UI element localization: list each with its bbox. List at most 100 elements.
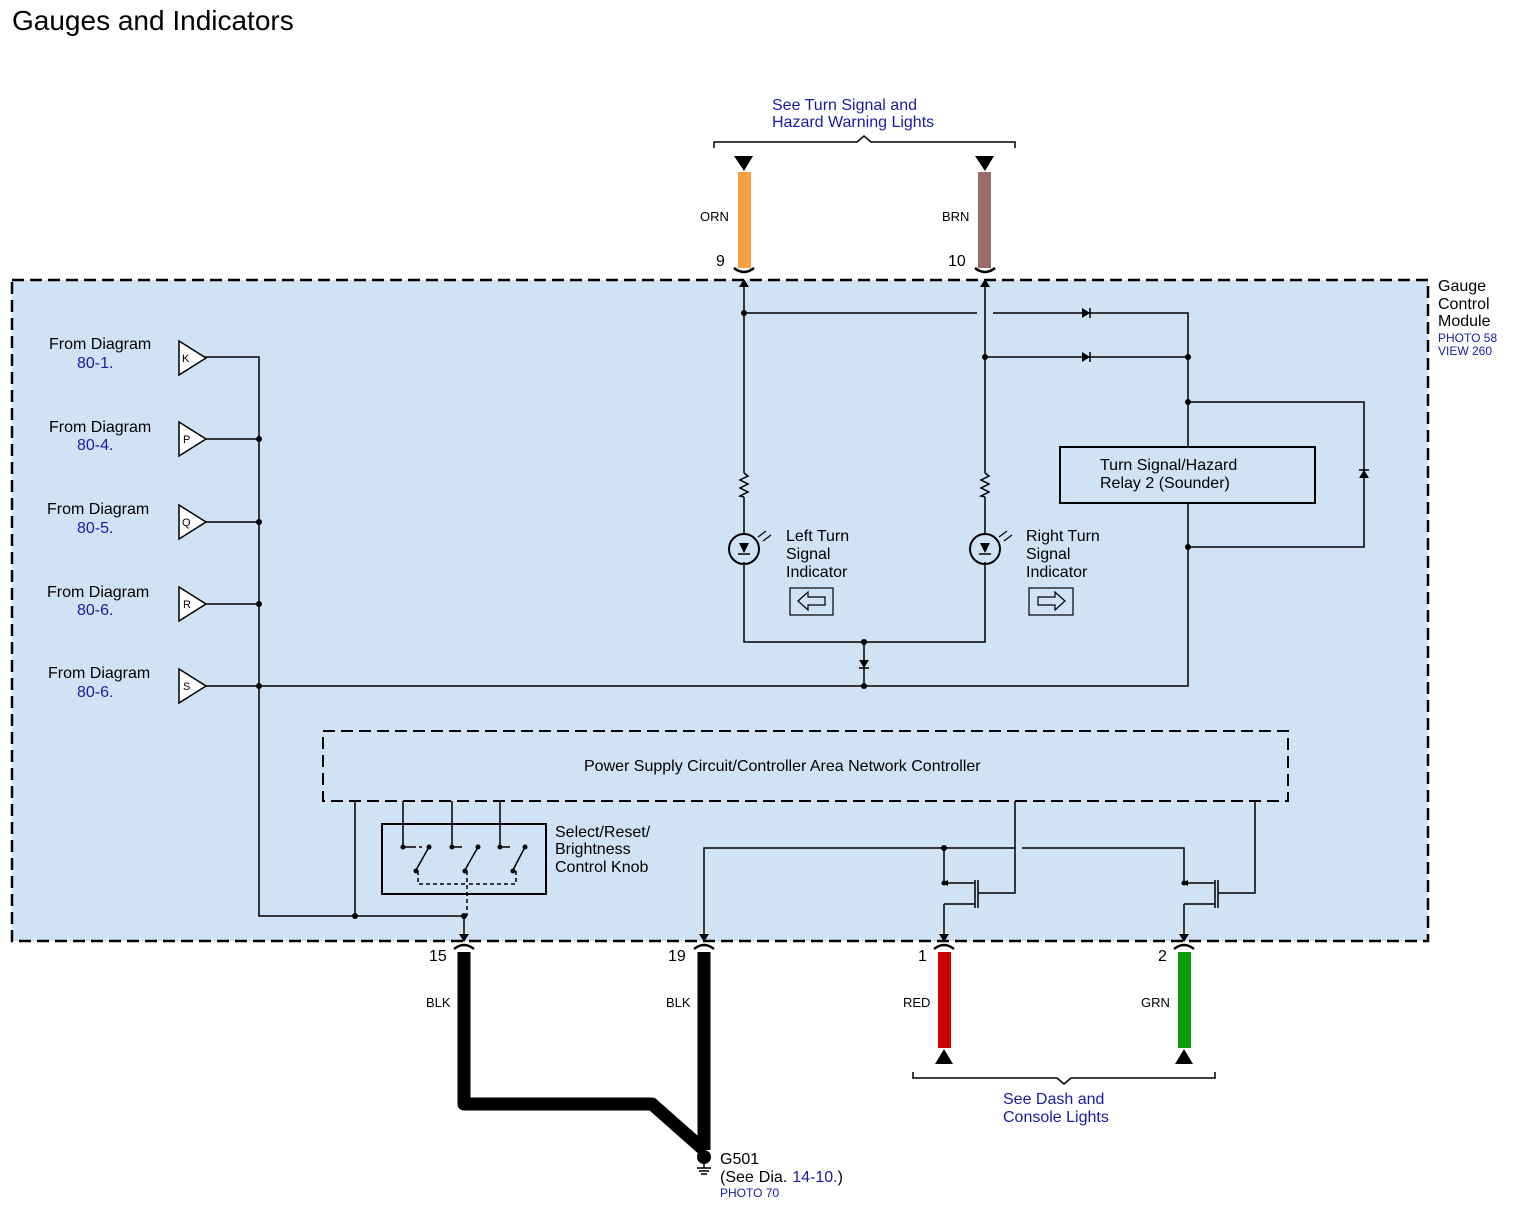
- from-diagram-k[interactable]: From Diagram 80-1. K: [49, 336, 208, 377]
- pin19-inner-arrow: [699, 934, 709, 942]
- svg-text:80-1.: 80-1.: [77, 355, 113, 372]
- module-label-line3: Module: [1438, 313, 1491, 330]
- knob-switches: [354, 801, 528, 916]
- pin19-terminal: [693, 943, 715, 951]
- bottom-ref-line1[interactable]: See Dash and: [1003, 1091, 1104, 1108]
- pin15-terminal: [453, 943, 475, 951]
- knob-label-line3: Control Knob: [555, 859, 648, 876]
- from-diagram-p[interactable]: From Diagram 80-4. P: [49, 419, 208, 458]
- svg-text:80-4.: 80-4.: [77, 437, 113, 454]
- right-indicator-line1: Right Turn: [1026, 528, 1100, 545]
- pin10-arrow: [975, 156, 994, 171]
- svg-text:From Diagram: From Diagram: [49, 419, 151, 436]
- relay-label-line2: Relay 2 (Sounder): [1100, 475, 1230, 492]
- module-label-line2: Control: [1438, 296, 1490, 313]
- left-led-triangle: [739, 543, 749, 553]
- top-ref-line1[interactable]: See Turn Signal and: [772, 97, 917, 114]
- left-indicator-line3: Indicator: [786, 564, 848, 581]
- pin2-number: 2: [1158, 948, 1167, 965]
- right-led-triangle: [980, 543, 990, 553]
- diode-relay-side: [1359, 470, 1369, 478]
- wire-blk15-label: BLK: [426, 995, 451, 1010]
- wire-orn-label: ORN: [700, 209, 729, 224]
- pin1-bottom-arrow: [935, 1049, 953, 1064]
- relay-box: [1059, 446, 1316, 504]
- knob-label-line1: Select/Reset/: [555, 824, 651, 841]
- pin1-terminal: [933, 943, 955, 951]
- svg-text:80-6.: 80-6.: [77, 602, 113, 619]
- right-arrow-box: [1028, 587, 1074, 616]
- pin9-inner-arrow: [739, 279, 749, 287]
- knob-box: [381, 823, 547, 895]
- ground-photo-link[interactable]: PHOTO 70: [720, 1186, 779, 1200]
- left-indicator-line1: Left Turn: [786, 528, 849, 545]
- wire-grn: [1178, 952, 1191, 1048]
- power-supply-label: Power Supply Circuit/Controller Area Net…: [584, 758, 981, 775]
- mid-diode: [859, 660, 869, 668]
- svg-text:From Diagram: From Diagram: [48, 665, 150, 682]
- left-arrow-icon: [797, 590, 826, 612]
- pin10-inner-arrow: [980, 279, 990, 287]
- wire-orn: [738, 172, 751, 268]
- module-photo-link[interactable]: PHOTO 58: [1438, 331, 1497, 345]
- pin2-bottom-arrow: [1175, 1049, 1193, 1064]
- ground-g501-icon: [697, 1150, 711, 1175]
- page-title: Gauges and Indicators: [12, 5, 294, 36]
- svg-text:R: R: [183, 599, 191, 611]
- pin2-terminal: [1173, 943, 1195, 951]
- right-turn-led: [969, 533, 1001, 565]
- pin9-number: 9: [716, 253, 725, 270]
- from-diagram-q[interactable]: From Diagram 80-5. Q: [47, 501, 208, 541]
- transistor-pin1: [939, 845, 979, 942]
- relay-label-line1: Turn Signal/Hazard: [1100, 457, 1237, 474]
- svg-text:Q: Q: [182, 517, 191, 529]
- from-diagram-s[interactable]: From Diagram 80-6. S: [48, 665, 208, 705]
- left-resistor: [737, 472, 750, 498]
- svg-text:S: S: [183, 681, 190, 693]
- from-diagram-r[interactable]: From Diagram 80-6. R: [47, 584, 208, 623]
- left-indicator-line2: Signal: [786, 546, 830, 563]
- gauge-control-module-box: [10, 278, 1430, 943]
- from-diagram-bus: [205, 356, 464, 917]
- wire-red-label: RED: [903, 995, 930, 1010]
- wire-brn-label: BRN: [942, 209, 969, 224]
- top-ref-bracket: [713, 135, 1016, 148]
- svg-text:80-5.: 80-5.: [77, 520, 113, 537]
- right-arrow-icon: [1037, 590, 1066, 612]
- wire-blk19-label: BLK: [666, 995, 691, 1010]
- left-arrow-box: [789, 587, 834, 616]
- svg-text:K: K: [182, 353, 190, 365]
- svg-text:From Diagram: From Diagram: [49, 336, 151, 353]
- ground-name: G501: [720, 1151, 759, 1168]
- right-indicator-line2: Signal: [1026, 546, 1070, 563]
- pin9-terminal: [733, 266, 755, 274]
- pin10-terminal: [974, 266, 996, 274]
- wire-brn: [978, 172, 991, 268]
- pin19-number: 19: [668, 948, 686, 965]
- svg-text:From Diagram: From Diagram: [47, 584, 149, 601]
- top-ref-line2[interactable]: Hazard Warning Lights: [772, 114, 934, 131]
- svg-text:P: P: [183, 434, 190, 446]
- power-supply-box: [322, 730, 1289, 802]
- bottom-ref-bracket: [912, 1072, 1216, 1085]
- transistor-pin2: [1022, 801, 1256, 942]
- left-turn-led: [728, 533, 760, 565]
- pin9-arrow: [734, 156, 753, 171]
- pin19-inner-wire: [703, 801, 1016, 940]
- pin15-inner-arrow: [459, 934, 469, 942]
- wire-blk-15: [457, 952, 709, 1155]
- module-label-line1: Gauge: [1438, 278, 1486, 295]
- diode-top1: [1082, 308, 1090, 318]
- svg-text:80-6.: 80-6.: [77, 684, 113, 701]
- bottom-ref-line2[interactable]: Console Lights: [1003, 1109, 1109, 1126]
- diode-top2: [1082, 352, 1090, 362]
- right-resistor: [978, 472, 991, 498]
- pin1-number: 1: [918, 948, 927, 965]
- svg-text:From Diagram: From Diagram: [47, 501, 149, 518]
- pin15-number: 15: [429, 948, 447, 965]
- wire-grn-label: GRN: [1141, 995, 1170, 1010]
- module-view-link[interactable]: VIEW 260: [1438, 344, 1492, 358]
- pin10-number: 10: [948, 253, 966, 270]
